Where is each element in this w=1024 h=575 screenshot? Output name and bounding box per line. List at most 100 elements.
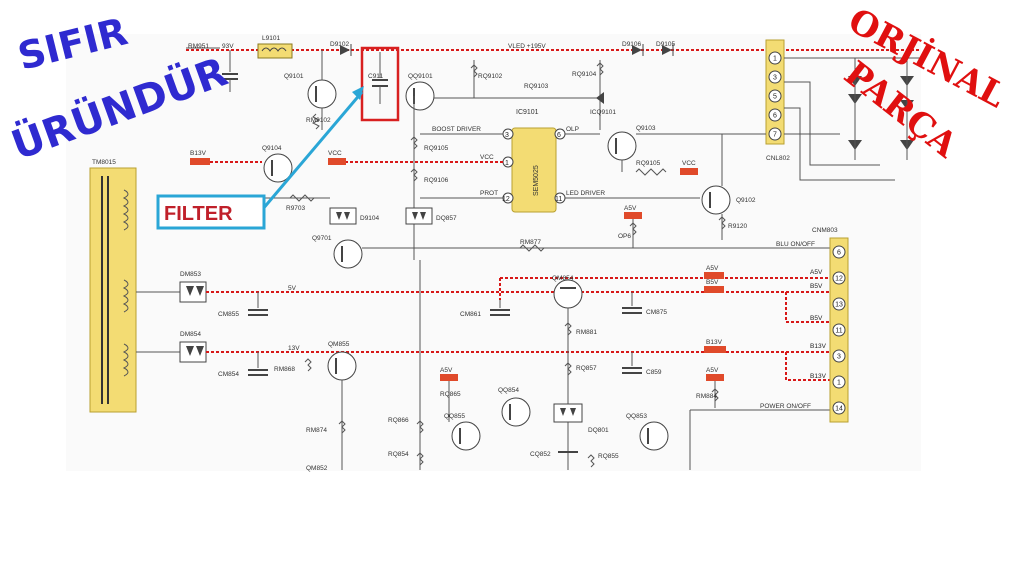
label-dq857: DQ857 bbox=[436, 215, 457, 222]
cnm803-net-4: B13V bbox=[810, 373, 827, 380]
label-a5v-lower-right: A5V bbox=[706, 367, 719, 374]
transistor-q9701 bbox=[333, 239, 363, 269]
a5v-tag-rail bbox=[704, 272, 724, 279]
b13v-tag bbox=[190, 158, 210, 165]
label-rm9102: RM9102 bbox=[306, 117, 331, 124]
label-a5v-rail: A5V bbox=[706, 265, 719, 272]
label-rm884: RM884 bbox=[696, 393, 717, 400]
label-cm875: CM875 bbox=[646, 309, 667, 316]
label-b13v: B13V bbox=[190, 150, 207, 157]
label-qq854: QQ854 bbox=[498, 387, 519, 394]
a5v-tag-lower-left bbox=[440, 374, 458, 381]
label-dq801: DQ801 bbox=[588, 427, 609, 434]
cnl802-pin-6: 6 bbox=[773, 113, 777, 120]
label-qq853: QQ853 bbox=[626, 413, 647, 420]
label-c9110: C911 bbox=[368, 73, 383, 80]
label-b5v-rail: B5V bbox=[706, 279, 719, 286]
label-r9120: R9120 bbox=[728, 223, 748, 230]
cnm803-net-1: B5V bbox=[810, 283, 823, 290]
label-cq852: CQ852 bbox=[530, 451, 551, 458]
cnm803-pin-11: 11 bbox=[835, 328, 842, 335]
label-rq9103: RQ9103 bbox=[524, 83, 549, 90]
label-q9103: Q9103 bbox=[636, 125, 656, 132]
cnl802-pin-circle-7 bbox=[768, 127, 782, 141]
label-rq857: RQ857 bbox=[576, 365, 597, 372]
label-ic-vcc: VCC bbox=[480, 154, 494, 161]
cnm803-pin-circle-11 bbox=[832, 323, 846, 337]
label-vcc2: VCC bbox=[682, 160, 696, 167]
label-q9104: Q9104 bbox=[262, 145, 282, 152]
transistor-qq854 bbox=[501, 397, 531, 427]
label-qm852: QM852 bbox=[306, 465, 328, 472]
ic-pin-6: 6 bbox=[557, 132, 561, 139]
ic-pin-1: 1 bbox=[505, 160, 509, 167]
filter-callout-text: FILTER bbox=[164, 203, 233, 225]
led-strings bbox=[848, 58, 914, 160]
label-q9102: Q9102 bbox=[736, 197, 756, 204]
ic-pin-3: 3 bbox=[505, 132, 509, 139]
transistor-qm854 bbox=[553, 279, 583, 309]
transistor-qq853 bbox=[639, 421, 669, 451]
cnm803-pin-circle-12 bbox=[832, 271, 846, 285]
label-q9101: Q9101 bbox=[284, 73, 304, 80]
label-b13v-rail: B13V bbox=[706, 339, 723, 346]
label-d9104: D9104 bbox=[360, 215, 380, 222]
transistor-q9101 bbox=[307, 79, 337, 109]
cnm803-pin-1: 1 bbox=[837, 380, 841, 387]
inductor-l9101 bbox=[257, 43, 293, 59]
label-rq866: RQ866 bbox=[388, 417, 409, 424]
label-tm8015: TM8015 bbox=[92, 159, 116, 166]
label-cm854: CM854 bbox=[218, 371, 239, 378]
diode-dm853 bbox=[179, 281, 207, 303]
cnl802-pin-5: 5 bbox=[773, 94, 777, 101]
label-r9703: R9703 bbox=[286, 205, 306, 212]
label-rq865: RQ865 bbox=[440, 391, 461, 398]
label-d9102: D9102 bbox=[330, 41, 350, 48]
label-rm874: RM874 bbox=[306, 427, 327, 434]
label-prot: PROT bbox=[480, 190, 498, 197]
label-qq9101: QQ9101 bbox=[408, 73, 433, 80]
label-blu-on-off: BLU ON/OFF bbox=[776, 241, 815, 248]
cnl802-pin-circle-5 bbox=[768, 89, 782, 103]
label-qq855: QQ855 bbox=[444, 413, 465, 420]
cnl802-pin-1: 1 bbox=[773, 56, 777, 63]
diode-dq857 bbox=[405, 207, 433, 225]
rail-a5v bbox=[499, 277, 830, 300]
cnm803-pin-3: 3 bbox=[837, 354, 841, 361]
label-rq9105b: RQ9105 bbox=[636, 160, 661, 167]
transistor-qm855 bbox=[327, 351, 357, 381]
vcc-tag-left bbox=[328, 158, 346, 165]
label-qm855: QM855 bbox=[328, 341, 350, 348]
filter-callout-box bbox=[156, 194, 266, 230]
label-rm877: RM877 bbox=[520, 239, 541, 246]
label-dm854: DM854 bbox=[180, 331, 201, 338]
label-l9101: L9101 bbox=[262, 35, 280, 42]
label-13v: 13V bbox=[288, 345, 300, 352]
cnm803-net-3: B13V bbox=[810, 343, 827, 350]
diode-d9105 bbox=[662, 45, 672, 55]
ic-sem5025 bbox=[511, 127, 557, 213]
cnl802-pin-circle-1 bbox=[768, 51, 782, 65]
label-cm861: CM861 bbox=[460, 311, 481, 318]
transistor-q9102 bbox=[701, 185, 731, 215]
diode-d9104 bbox=[329, 207, 357, 225]
label-rq9104: RQ9104 bbox=[572, 71, 597, 78]
label-rq854: RQ854 bbox=[388, 451, 409, 458]
label-c859: C859 bbox=[646, 369, 662, 376]
ic-pin-12: 12 bbox=[502, 196, 510, 203]
label-vled: VLED +195V bbox=[508, 43, 546, 50]
label-rq9105: RQ9105 bbox=[424, 145, 449, 152]
zener-icq9101 bbox=[596, 92, 604, 104]
label-d9105: D9105 bbox=[656, 41, 676, 48]
label-qm854: QM854 bbox=[552, 275, 574, 282]
cnm803-pin-circle-13 bbox=[832, 297, 846, 311]
label-power-on-off: POWER ON/OFF bbox=[760, 403, 811, 410]
label-ic9101: IC9101 bbox=[516, 109, 539, 116]
label-a5v-mid: A5V bbox=[624, 205, 637, 212]
b5v-tag-rail bbox=[704, 286, 724, 293]
transformer-tm8015 bbox=[89, 167, 137, 413]
label-dm853: DM853 bbox=[180, 271, 201, 278]
